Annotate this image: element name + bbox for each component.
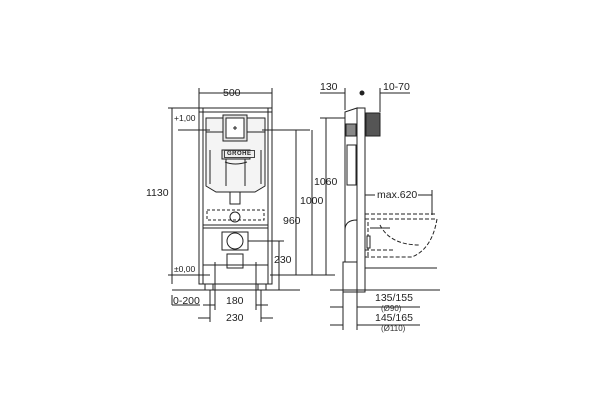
floor-level-label: ±0,00 bbox=[174, 264, 196, 274]
frame-width-label: 500 bbox=[223, 87, 241, 99]
wall-bracket bbox=[365, 112, 381, 137]
pipe90-diam-label: (Ø90) bbox=[381, 304, 402, 313]
depth-label: 130 bbox=[320, 81, 338, 93]
pipe110-diam-label: (Ø110) bbox=[381, 324, 406, 333]
height-960-label: 960 bbox=[283, 215, 301, 227]
bowl-projection-label: max.620 bbox=[377, 189, 418, 201]
pipe90-dim-label: 135/155 bbox=[375, 292, 413, 304]
wall-section bbox=[356, 107, 366, 293]
outer-spacing-label: 230 bbox=[226, 312, 244, 324]
inner-spacing-label: 180 bbox=[226, 295, 244, 307]
height-1060-label: 1060 bbox=[314, 176, 338, 188]
total-height-label: 1130 bbox=[146, 187, 169, 199]
outlet-height-label: 230 bbox=[274, 254, 292, 266]
brand-logo: GROHE bbox=[224, 150, 255, 158]
top-level-label: +1,00 bbox=[174, 113, 196, 123]
floor-adjust-label: 0-200 bbox=[173, 295, 200, 307]
outlet bbox=[226, 232, 244, 250]
wall-offset-label: 10-70 bbox=[383, 81, 410, 93]
pipe110-dim-label: 145/165 bbox=[375, 312, 413, 324]
height-1000-label: 1000 bbox=[300, 195, 324, 207]
